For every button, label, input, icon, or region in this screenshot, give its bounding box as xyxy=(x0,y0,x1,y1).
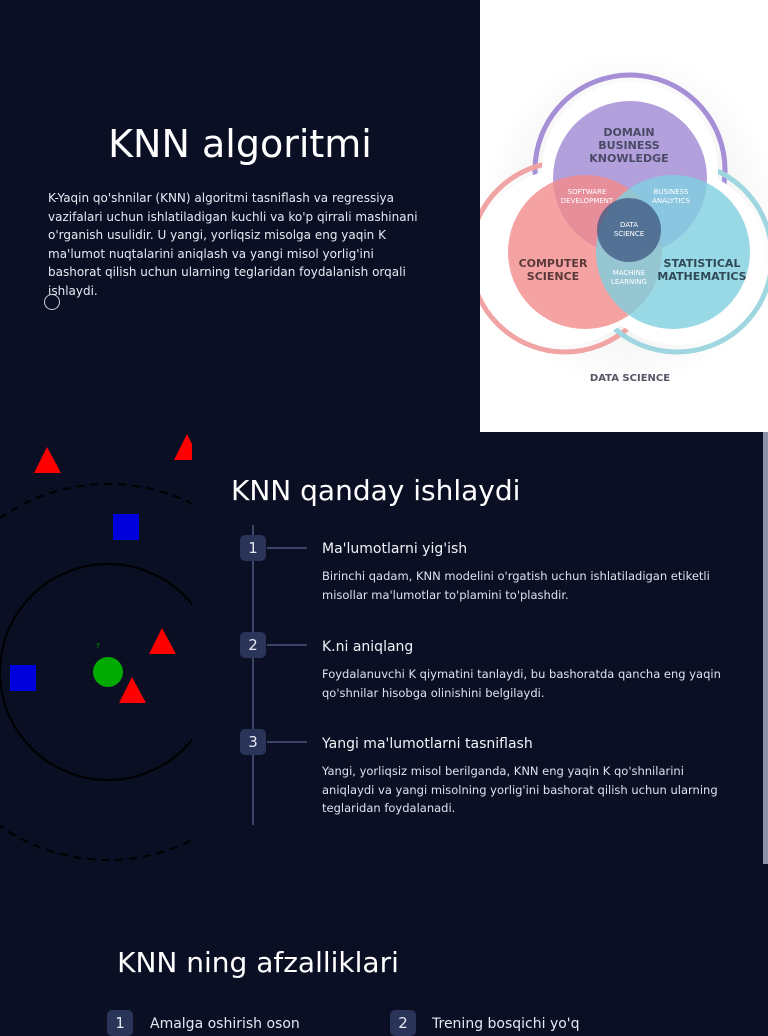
domain-label-1: DOMAIN xyxy=(603,126,654,139)
section-description: K-Yaqin qo'shnilar (KNN) algoritmi tasni… xyxy=(48,191,418,298)
sd-label-1: SOFTWARE xyxy=(568,188,607,196)
section-title-knn-algorithm: KNN algoritmi xyxy=(108,122,372,166)
advantage-title: Trening bosqichi yo'q xyxy=(432,1016,580,1032)
step-connector xyxy=(267,741,307,743)
center-overlap xyxy=(597,198,661,262)
step-number-2: 2 xyxy=(240,632,266,658)
red-triangle xyxy=(34,447,61,473)
step-description: Yangi, yorliqsiz misol berilganda, KNN e… xyxy=(322,764,718,816)
step-connector xyxy=(267,547,307,549)
k-small-circle xyxy=(0,563,192,781)
ba-label-2: ANALYTICS xyxy=(652,197,690,205)
center-label-1: DATA xyxy=(620,221,638,229)
timeline-line xyxy=(252,525,254,825)
domain-label-3: KNOWLEDGE xyxy=(589,152,668,165)
red-triangle xyxy=(119,677,146,703)
step-connector xyxy=(267,644,307,646)
center-label-2: SCIENCE xyxy=(614,230,644,238)
step-title: Yangi ma'lumotlarni tasniflash xyxy=(322,736,533,752)
section-title-how-knn-works: KNN qanday ishlaydi xyxy=(231,474,521,507)
stats-label-2: MATHEMATICS xyxy=(657,270,746,283)
red-triangle xyxy=(174,434,192,460)
step-title: K.ni aniqlang xyxy=(322,639,414,655)
red-triangle xyxy=(149,628,176,654)
knn-diagram: ? xyxy=(0,432,192,872)
ml-label-1: MACHINE xyxy=(613,269,646,277)
advantage-number-1: 1 xyxy=(107,1010,133,1036)
advantage-number-2: 2 xyxy=(390,1010,416,1036)
step-title: Ma'lumotlarni yig'ish xyxy=(322,541,468,557)
step-number-3: 3 xyxy=(240,729,266,755)
step-number-1: 1 xyxy=(240,535,266,561)
venn-caption: DATA SCIENCE xyxy=(590,373,670,384)
step-description: Foydalanuvchi K qiymatini tanlaydi, bu b… xyxy=(322,667,721,700)
data-science-venn-diagram: DOMAIN BUSINESS KNOWLEDGE COMPUTER SCIEN… xyxy=(480,50,768,390)
venn-diagram-panel: DOMAIN BUSINESS KNOWLEDGE COMPUTER SCIEN… xyxy=(480,0,768,432)
k-large-circle xyxy=(0,483,192,861)
step-description: Birinchi qadam, KNN modelini o'rgatish u… xyxy=(322,569,710,602)
radio-dot[interactable] xyxy=(44,294,60,310)
section-title-knn-advantages: KNN ning afzalliklari xyxy=(117,946,399,979)
scrollbar[interactable] xyxy=(763,432,768,864)
cs-label-2: SCIENCE xyxy=(527,270,579,283)
domain-label-2: BUSINESS xyxy=(598,139,659,152)
query-point xyxy=(93,657,123,687)
query-label: ? xyxy=(96,642,100,650)
advantage-title: Amalga oshirish oson xyxy=(150,1016,300,1032)
stats-label-1: STATISTICAL xyxy=(664,257,741,270)
ba-label-1: BUSINESS xyxy=(654,188,690,196)
blue-square xyxy=(113,514,139,540)
blue-square xyxy=(10,665,36,691)
cs-label-1: COMPUTER xyxy=(519,257,588,270)
sd-label-2: DEVELOPMENT xyxy=(561,197,614,205)
ml-label-2: LEARNING xyxy=(611,278,647,286)
